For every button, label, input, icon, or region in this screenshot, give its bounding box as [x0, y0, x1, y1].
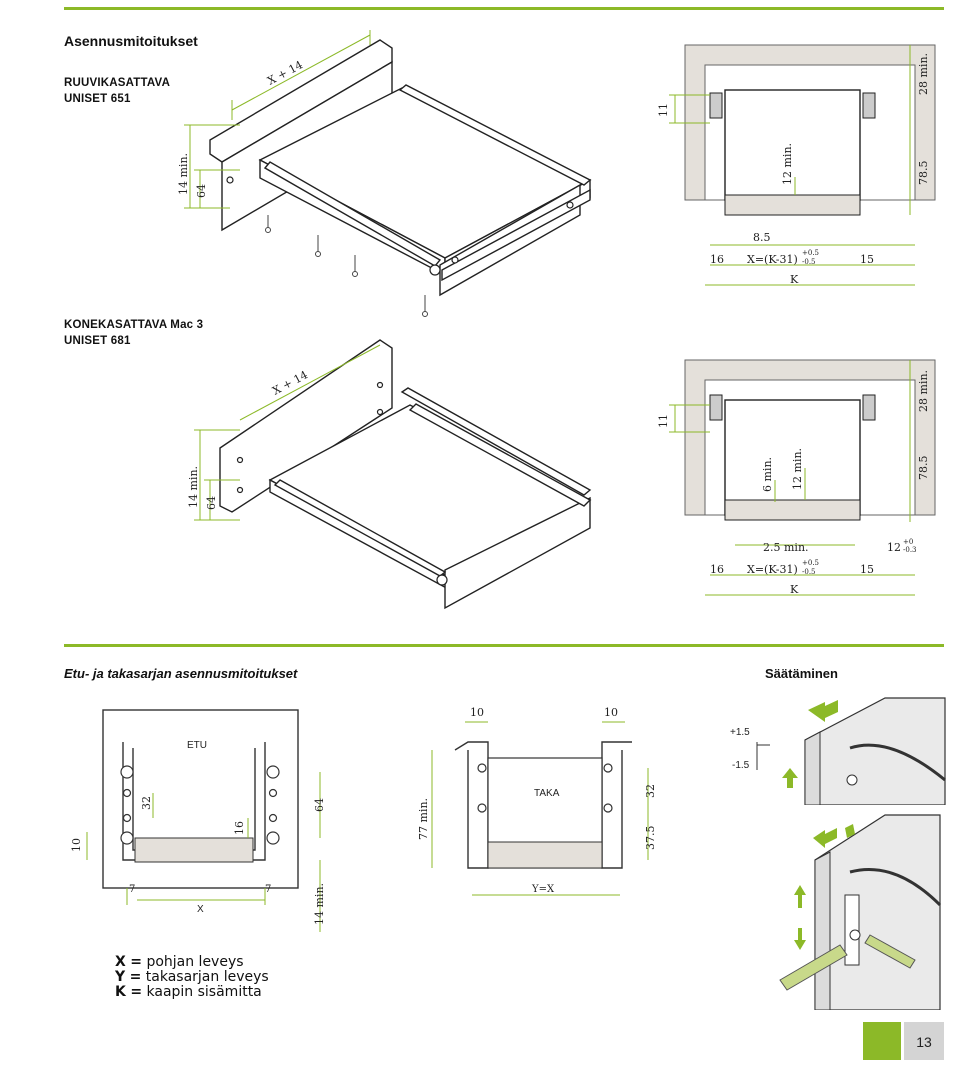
- drawer2-height-64: 64: [205, 496, 218, 510]
- drawer1-width-dim: X + 14: [265, 58, 305, 87]
- sec2-dim-11: 11: [657, 414, 670, 428]
- legend-item-k: K = kaapin sisämitta: [115, 984, 262, 1000]
- screw-label-line2: UNISET 651: [64, 93, 131, 105]
- sec1-tol-plus: +0.5: [802, 249, 819, 257]
- sec2-dim-16: 16: [710, 563, 724, 576]
- drawer2-height-min: 14 min.: [187, 466, 200, 508]
- legend-item-y: Y = takasarjan leveys: [115, 969, 269, 985]
- sec2-dim-15: 15: [860, 563, 874, 576]
- sec1-dim-x: X=(K-31): [747, 253, 798, 266]
- front-dim-7b: 7: [265, 884, 271, 895]
- sec2-tol12-minus: -0.3: [903, 546, 917, 554]
- adjust-plus: +1.5: [730, 727, 750, 738]
- adjust-title: Säätäminen: [765, 666, 838, 681]
- sec2-dim-k: K: [790, 583, 799, 596]
- drawer-drawing-2: X + 14 14 min. 64: [187, 339, 592, 610]
- machine-label-line2: UNISET 681: [64, 335, 131, 347]
- front-dim-14: 14 min.: [313, 883, 326, 925]
- front-dim-16: 16: [233, 821, 246, 835]
- back-label: TAKA: [534, 788, 560, 799]
- front-dim-x: X: [197, 904, 204, 915]
- sec1-tol-minus: -0.5: [802, 258, 816, 266]
- cross-section-1: 11 28 min. 12 min. 78.5 8.5 16 X=(K-31) …: [657, 44, 936, 286]
- sec1-dim-28: 28 min.: [917, 53, 930, 95]
- sec1-dim-85: 8.5: [753, 231, 771, 244]
- drawer1-height-64: 64: [195, 184, 208, 198]
- front-dim-32: 32: [140, 796, 153, 810]
- page-title: Asennusmitoitukset: [64, 33, 198, 49]
- back-dim-10b: 10: [604, 706, 618, 719]
- sec2-tol12-plus: +0: [903, 538, 913, 546]
- sec2-dim-28: 28 min.: [917, 370, 930, 412]
- front-dim-7a: 7: [129, 884, 135, 895]
- page-number-block: [904, 1022, 944, 1060]
- section-title: Etu- ja takasarjan asennusmitoitukset: [64, 666, 298, 681]
- sec1-dim-11: 11: [657, 103, 670, 117]
- front-dim-10: 10: [70, 838, 83, 852]
- sec2-dim-x: X=(K-31): [747, 563, 798, 576]
- sec1-dim-15: 15: [860, 253, 874, 266]
- screw-label: RUUVIKASATTAVA UNISET 651: [64, 75, 170, 107]
- legend: X = pohjan leveys Y = takasarjan leveys …: [115, 955, 269, 1000]
- back-dim-yx: Y=X: [531, 884, 555, 895]
- screw-label-line1: RUUVIKASATTAVA: [64, 77, 171, 89]
- sec2-dim-6: 6 min.: [761, 457, 774, 492]
- front-label: ETU: [187, 740, 207, 751]
- drawer-drawing-1: X + 14 14 min. 64: [177, 30, 592, 317]
- front-drawing: ETU 32 16 64 10 7 7 X 14 min.: [70, 709, 326, 932]
- page-number: 13: [916, 1034, 932, 1050]
- top-rule: [64, 7, 944, 10]
- sec2-dim-12b: 12: [887, 541, 901, 554]
- back-dim-375: 37.5: [644, 826, 655, 851]
- page-accent-block: [863, 1022, 901, 1060]
- drawer1-height-min: 14 min.: [177, 153, 190, 195]
- sec1-dim-78: 78.5: [917, 161, 930, 186]
- adjust-drawing-1: +1.5 -1.5: [730, 697, 946, 805]
- sec1-dim-k: K: [790, 273, 799, 286]
- sec2-dim-12: 12 min.: [791, 448, 804, 490]
- sec1-dim-12: 12 min.: [781, 143, 794, 185]
- cross-section-2: 11 28 min. 6 min. 12 min. 78.5 2.5 min. …: [657, 359, 936, 596]
- legend-item-x: X = pohjan leveys: [115, 954, 244, 970]
- front-dim-64: 64: [313, 798, 326, 812]
- machine-label-line1: KONEKASATTAVA Mac 3: [64, 319, 204, 331]
- sec2-dim-78: 78.5: [917, 456, 930, 481]
- back-dim-10a: 10: [470, 706, 484, 719]
- sec2-tol-minus: -0.5: [802, 568, 816, 576]
- sec2-tol-plus: +0.5: [802, 559, 819, 567]
- back-dim-77: 77 min.: [417, 798, 430, 840]
- back-drawing: 10 10 TAKA 77 min. 32 37.5 Y=X: [417, 706, 655, 896]
- adjust-drawing-2: [779, 814, 942, 1010]
- back-dim-32: 32: [644, 784, 655, 798]
- sec1-dim-16: 16: [710, 253, 724, 266]
- middle-rule: [64, 644, 944, 647]
- adjust-minus: -1.5: [732, 760, 750, 771]
- sec2-dim-25: 2.5 min.: [763, 541, 809, 554]
- machine-label: KONEKASATTAVA Mac 3 UNISET 681: [64, 317, 203, 349]
